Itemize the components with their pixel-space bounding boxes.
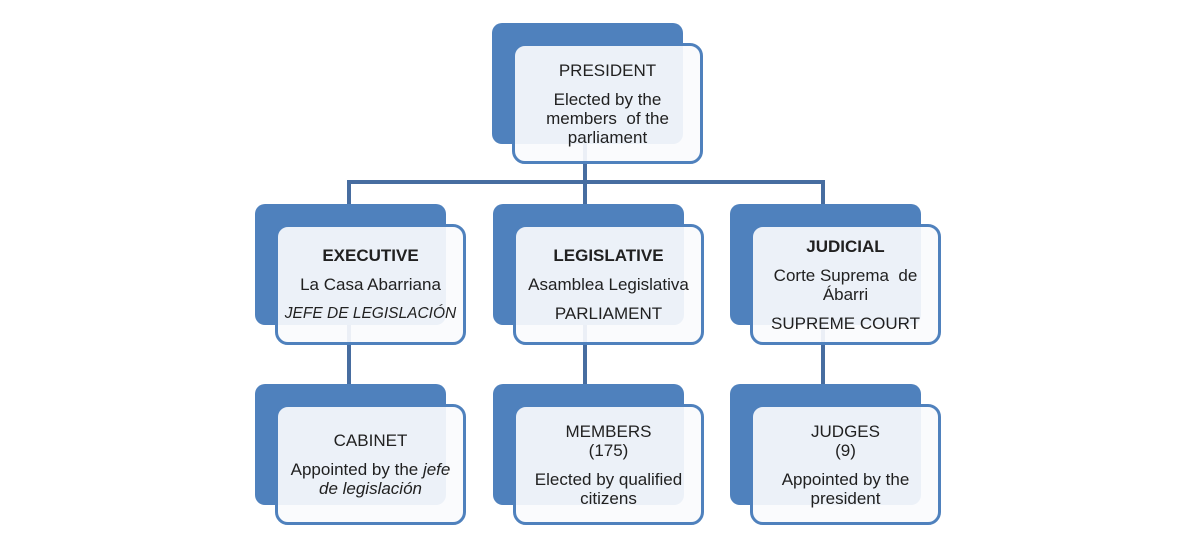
judges-heading: JUDGES (9) xyxy=(811,422,880,460)
judicial-node: JUDICIAL Corte Suprema de Ábarri SUPREME… xyxy=(730,204,941,345)
members-description: Elected by qualified citizens xyxy=(534,469,683,508)
cabinet-box[interactable]: CABINET Appointed by the jefe de legisla… xyxy=(275,404,466,525)
legislative-title: LEGISLATIVE xyxy=(553,246,664,265)
president-description: Elected by the members of the parliament xyxy=(546,89,669,147)
executive-subtitle: La Casa Abarriana xyxy=(300,275,441,294)
president-node: PRESIDENT Elected by the members of the … xyxy=(492,23,703,164)
members-title: MEMBERS xyxy=(565,421,652,441)
members-box[interactable]: MEMBERS (175) Elected by qualified citiz… xyxy=(513,404,704,525)
judges-node: JUDGES (9) Appointed by the president xyxy=(730,384,941,525)
executive-role: JEFE DE LEGISLACIÓN xyxy=(284,305,457,322)
members-count: (175) xyxy=(588,440,629,460)
legislative-node: LEGISLATIVE Asamblea Legislativa PARLIAM… xyxy=(493,204,704,345)
connector-judicial-judges xyxy=(821,284,825,466)
members-heading: MEMBERS (175) xyxy=(566,422,652,460)
legislative-role: PARLIAMENT xyxy=(554,304,663,323)
connector-executive-cabinet xyxy=(347,284,351,466)
judges-title: JUDGES xyxy=(811,421,880,441)
president-box[interactable]: PRESIDENT Elected by the members of the … xyxy=(512,43,703,164)
cabinet-description: Appointed by the jefe de legislación xyxy=(288,460,453,498)
judges-box[interactable]: JUDGES (9) Appointed by the president xyxy=(750,404,941,525)
judicial-title: JUDICIAL xyxy=(806,236,885,256)
legislative-subtitle: Asamblea Legislativa xyxy=(528,275,689,294)
cabinet-description-italic: jefe de legislación xyxy=(318,460,451,498)
executive-node: EXECUTIVE La Casa Abarriana JEFE DE LEGI… xyxy=(255,204,466,345)
executive-box[interactable]: EXECUTIVE La Casa Abarriana JEFE DE LEGI… xyxy=(275,224,466,345)
executive-title: EXECUTIVE xyxy=(322,246,419,265)
cabinet-node: CABINET Appointed by the jefe de legisla… xyxy=(255,384,466,525)
president-title: PRESIDENT xyxy=(558,60,657,80)
judges-count: (9) xyxy=(835,440,856,460)
connector-legislative-members xyxy=(583,284,587,466)
judicial-role: SUPREME COURT xyxy=(771,313,920,333)
judges-description: Appointed by the president xyxy=(781,469,910,508)
legislative-box[interactable]: LEGISLATIVE Asamblea Legislativa PARLIAM… xyxy=(513,224,704,345)
members-node: MEMBERS (175) Elected by qualified citiz… xyxy=(493,384,704,525)
judicial-box[interactable]: JUDICIAL Corte Suprema de Ábarri SUPREME… xyxy=(750,224,941,345)
cabinet-description-regular: Appointed by the xyxy=(290,460,423,479)
judicial-subtitle: Corte Suprema de Ábarri xyxy=(773,265,918,304)
cabinet-title: CABINET xyxy=(333,431,408,450)
